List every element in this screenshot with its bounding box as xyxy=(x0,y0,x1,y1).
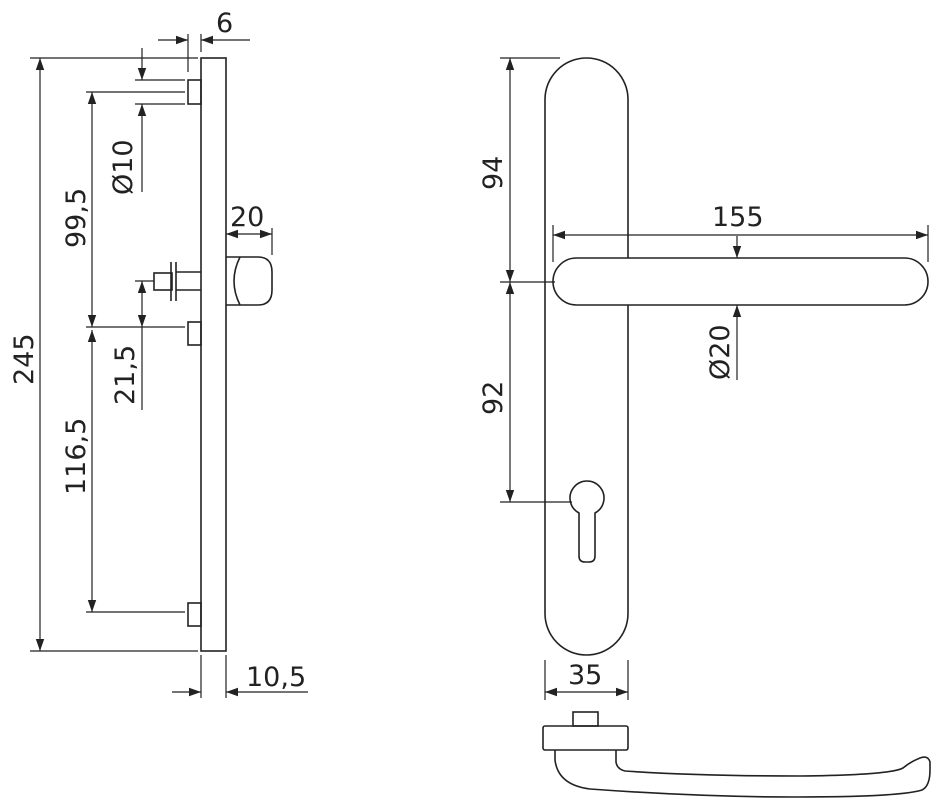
dim-lever-to-keyhole: 92 xyxy=(478,381,509,415)
spindle-top xyxy=(572,711,599,727)
stud-middle xyxy=(187,321,202,346)
stud-bottom xyxy=(187,602,202,627)
dim-lever-diameter: Ø20 xyxy=(705,324,736,380)
top-view xyxy=(542,711,931,798)
backplate-side xyxy=(200,57,227,652)
dim-total-height: 245 xyxy=(9,333,40,385)
rose-top xyxy=(542,725,629,751)
dim-stud-diameter: Ø10 xyxy=(108,139,139,195)
dim-spindle-to-bottom-stud: 116,5 xyxy=(61,418,92,495)
dim-stud-to-spindle: 99,5 xyxy=(61,188,92,248)
dim-flange: 6 xyxy=(216,8,233,39)
lever-top xyxy=(554,750,931,798)
dim-plate-width: 35 xyxy=(568,660,602,691)
dim-plate-thickness: 10,5 xyxy=(246,662,306,693)
side-view: 6 245 Ø10 99,5 116,5 21,5 20 10 xyxy=(9,8,308,698)
dim-top-to-lever: 94 xyxy=(478,156,509,190)
dim-spindle-to-stud: 21,5 xyxy=(110,345,141,405)
backplate-front xyxy=(544,57,629,656)
keyhole xyxy=(569,480,605,563)
handle-stub-side xyxy=(226,256,273,306)
spindle xyxy=(153,262,201,301)
front-view: 94 92 155 Ø20 35 xyxy=(478,57,929,700)
stud-top xyxy=(187,79,202,105)
dim-handle-depth: 20 xyxy=(230,202,264,233)
dim-lever-length: 155 xyxy=(712,202,764,233)
lever-front xyxy=(552,257,929,306)
